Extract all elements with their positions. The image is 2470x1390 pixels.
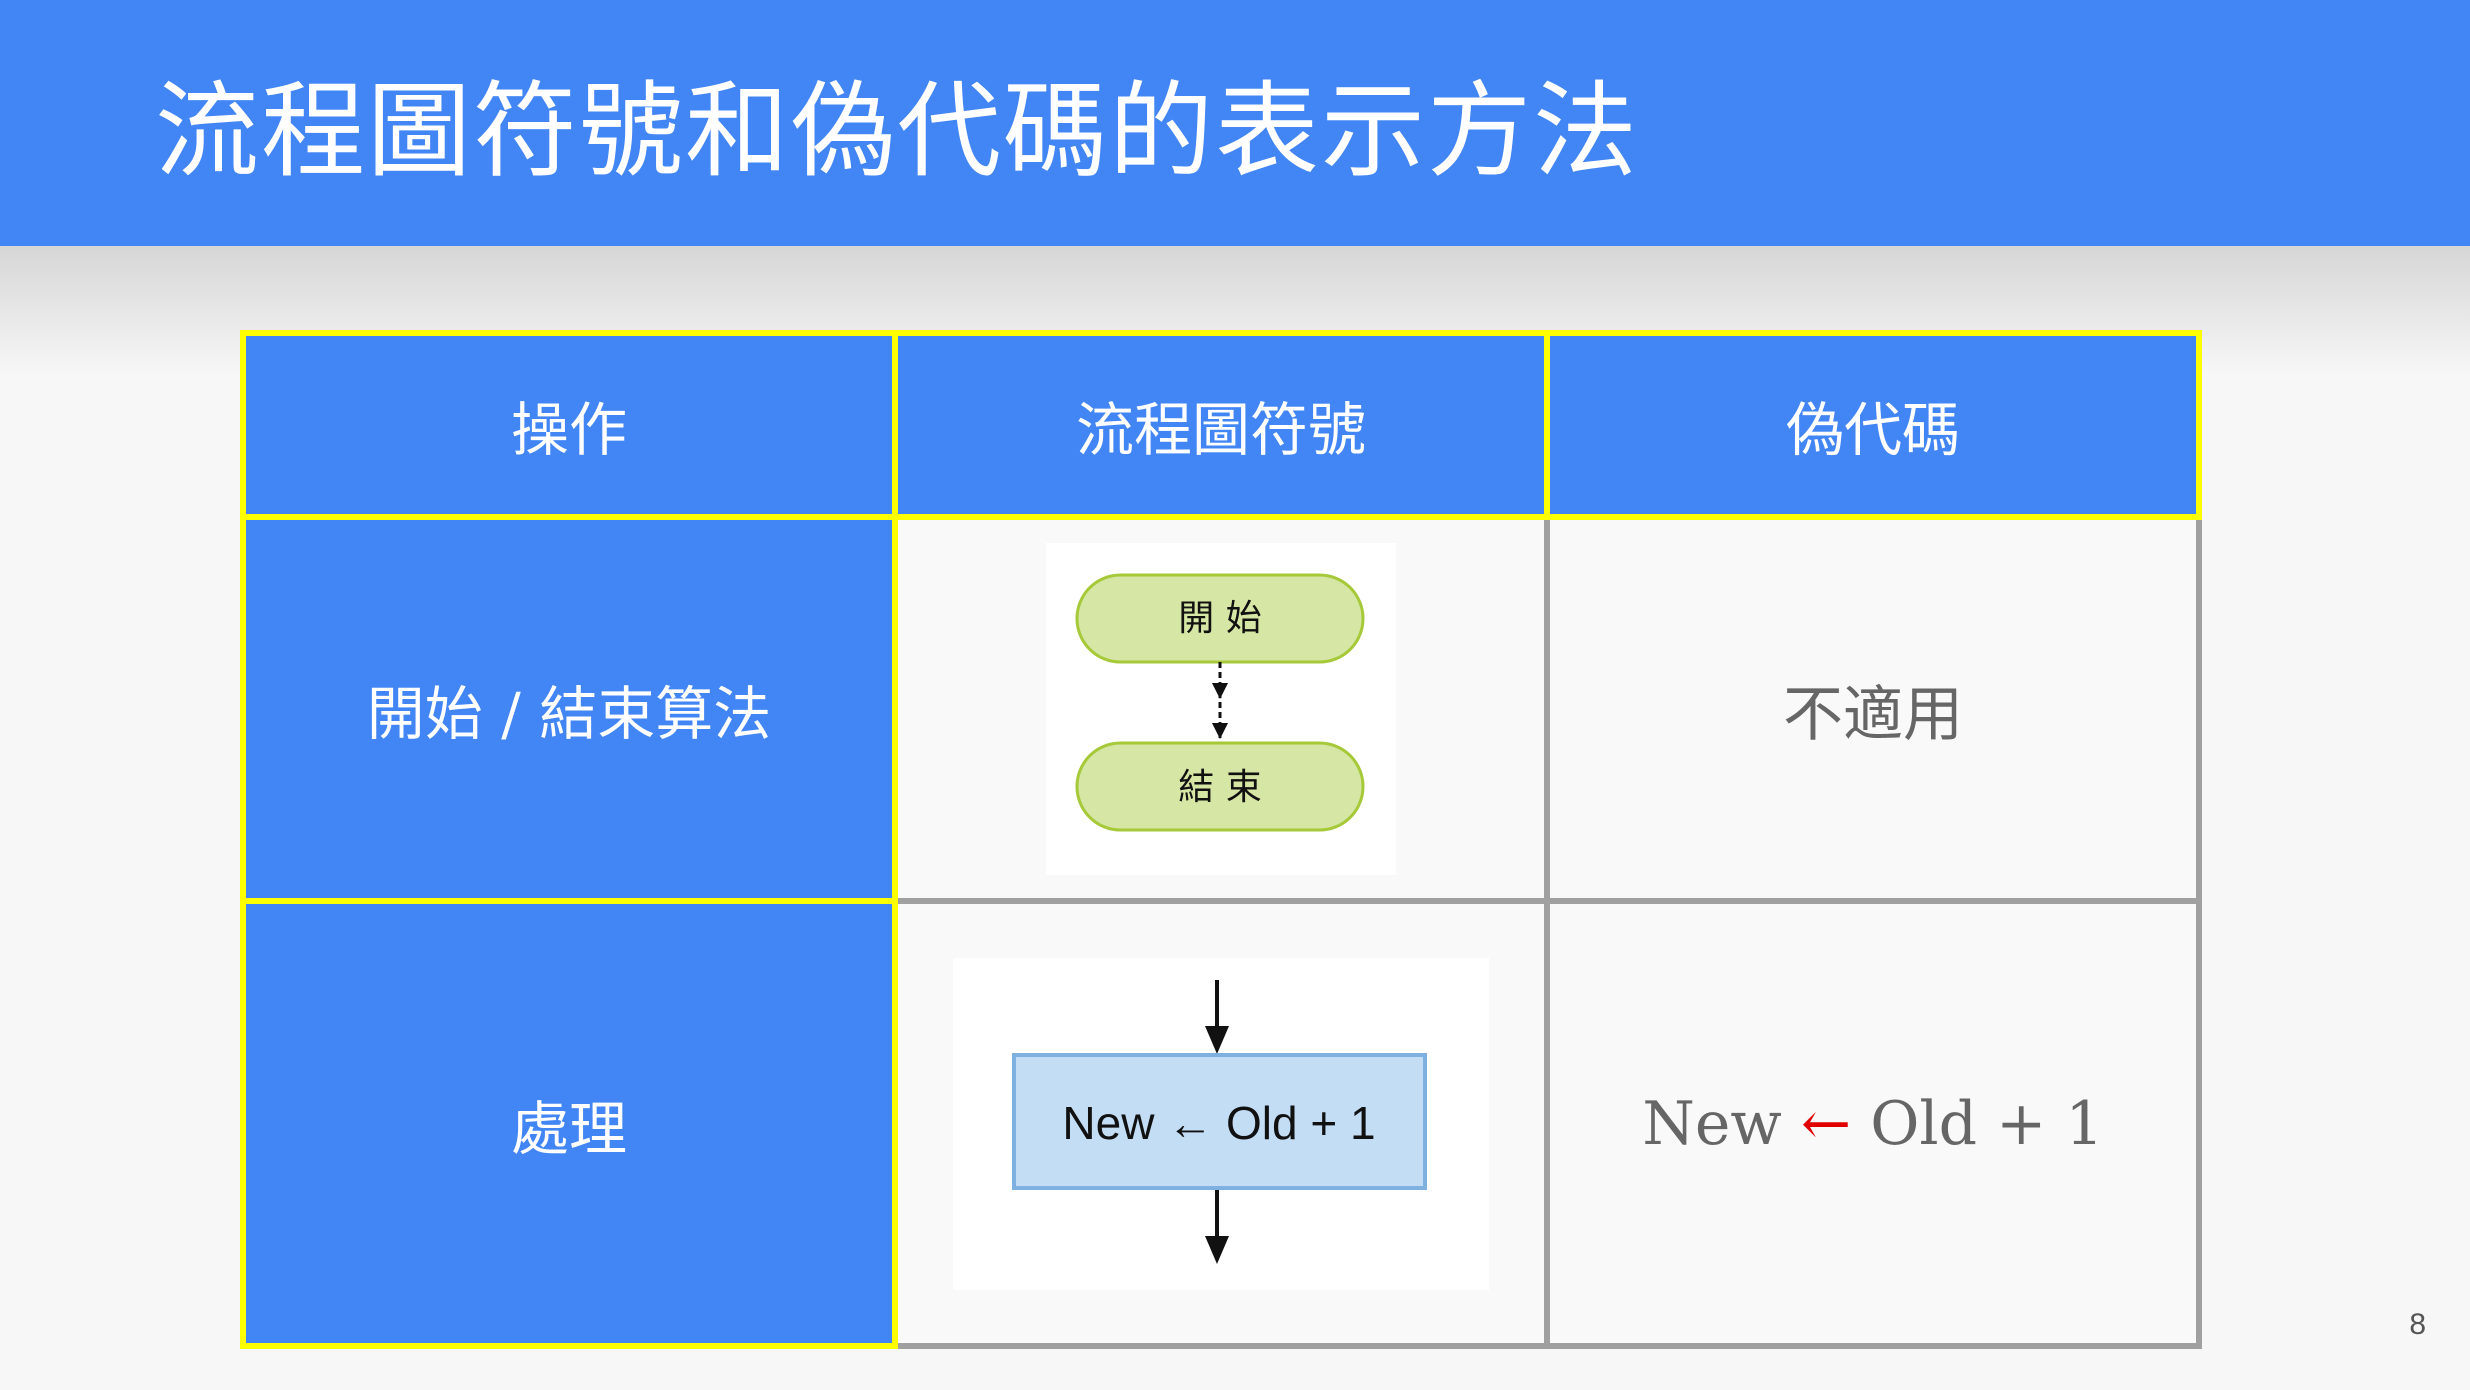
row-start-end-pseudocode: 不適用: [1547, 517, 2199, 901]
header-cell-pseudocode: 偽代碼: [1547, 333, 2199, 517]
header-pseudocode: 偽代碼: [1785, 396, 1960, 464]
table-border: [240, 1343, 898, 1349]
process-box-shape: [1012, 1052, 1427, 1190]
table-border: [1544, 517, 1550, 1349]
row-process-operation: 處理: [243, 901, 895, 1346]
header-operation: 操作: [510, 396, 627, 464]
arrow-down-icon: [1205, 1235, 1229, 1264]
table-border: [2196, 517, 2202, 1349]
arrow-head-icon: [1212, 723, 1228, 739]
row-process-pseudocode: New ← Old + 1: [1547, 901, 2199, 1346]
page-number: 8: [2409, 1308, 2426, 1341]
left-arrow-icon: ←: [1800, 1088, 1852, 1159]
end-terminal-shape: [1075, 741, 1365, 832]
title-bar: [0, 0, 2470, 246]
start-terminal-label: 開 始: [1178, 598, 1261, 639]
row-start-end-operation: 開始 / 結束算法: [243, 517, 895, 901]
arrow-down-icon: [1205, 1025, 1229, 1054]
terminal-flowchart-diagram: 開 始 結 束: [1046, 543, 1396, 875]
table-border: [892, 330, 898, 1349]
table-border: [2196, 330, 2202, 520]
header-flowchart: 流程圖符號: [1075, 396, 1366, 464]
table-border: [240, 330, 246, 1349]
slide-title: 流程圖符號和偽代碼的表示方法: [155, 70, 1640, 192]
process-box-label: New ← Old + 1: [1062, 1097, 1375, 1149]
row-start-end-flowchart: 開 始 結 束: [895, 517, 1547, 901]
process-flowchart-diagram: New ← Old + 1: [953, 957, 1489, 1290]
operation-process: 處理: [510, 1094, 627, 1163]
table-border: [240, 898, 898, 904]
end-terminal-label: 結 束: [1178, 767, 1261, 808]
operation-start-end: 開始 / 結束算法: [366, 680, 772, 748]
row-process-flowchart: New ← Old + 1: [895, 901, 1547, 1346]
table-border: [1544, 330, 1550, 520]
pseudocode-rest: Old + 1: [1870, 1088, 2104, 1159]
pseudocode-assignment: New ← Old + 1: [1642, 1089, 2103, 1159]
pseudocode-new: New: [1642, 1088, 1782, 1159]
table-border: [240, 514, 2202, 520]
arrow-head-icon: [1212, 683, 1228, 699]
header-cell-operation: 操作: [243, 333, 895, 517]
header-cell-flowchart: 流程圖符號: [895, 333, 1547, 517]
pseudocode-not-applicable: 不適用: [1783, 679, 1963, 750]
table-border: [240, 330, 2202, 336]
